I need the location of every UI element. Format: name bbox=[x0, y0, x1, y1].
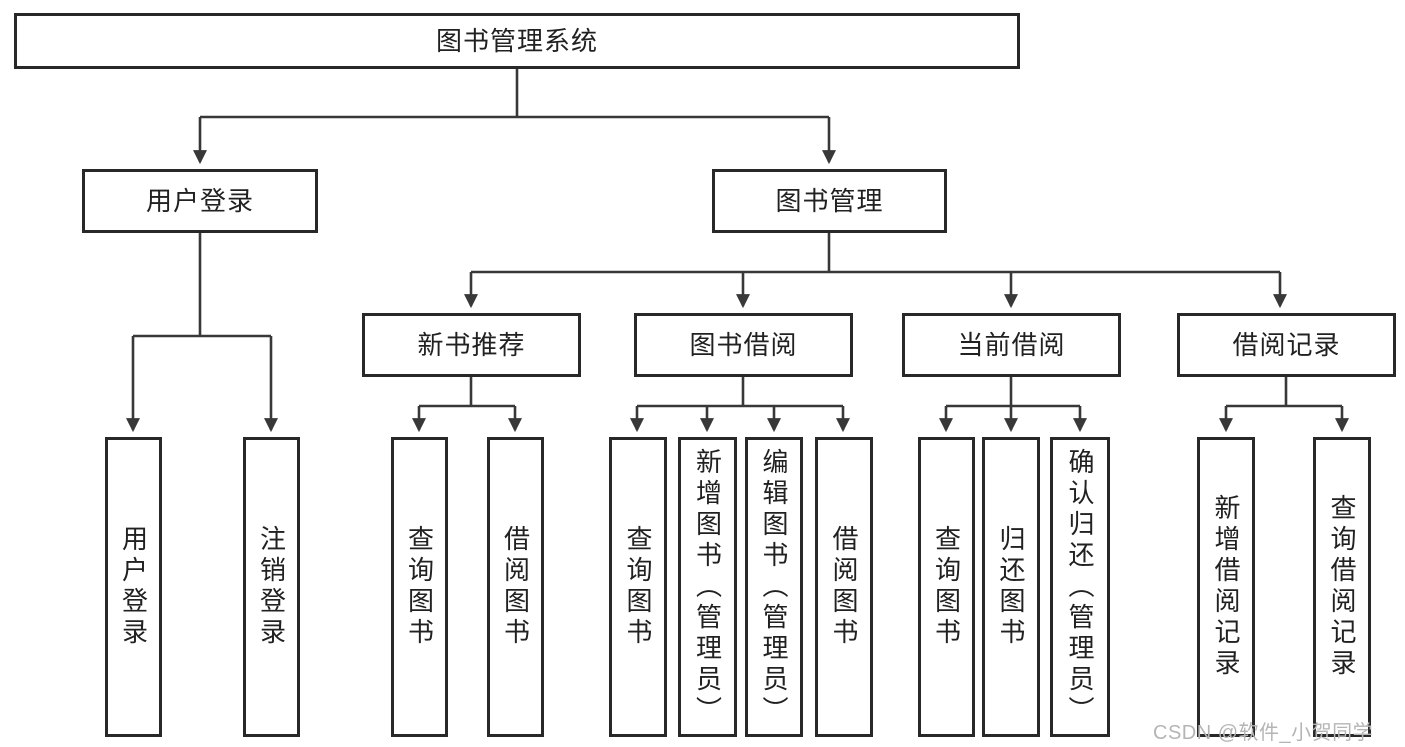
node-leaf-add-borrow-record: 新增借阅记录 bbox=[1197, 437, 1255, 737]
leaf-label: 新增图书（管理员） bbox=[692, 447, 723, 727]
node-book-management-branch: 图书管理 bbox=[712, 169, 947, 233]
leaf-label: 编辑图书（管理员） bbox=[759, 447, 789, 727]
node-current-borrowing: 当前借阅 bbox=[902, 313, 1121, 377]
node-user-login-branch: 用户登录 bbox=[82, 169, 318, 233]
node-root-system: 图书管理系统 bbox=[14, 13, 1020, 69]
node-leaf-confirm-return-admin: 确认归还（管理员） bbox=[1050, 437, 1110, 737]
node-leaf-borrow-books-recommend: 借阅图书 bbox=[487, 437, 544, 737]
leaf-label: 借阅图书 bbox=[829, 525, 859, 649]
leaf-label: 用户登录 bbox=[118, 525, 149, 649]
leaf-label: 注销登录 bbox=[256, 525, 287, 649]
node-leaf-query-books-current: 查询图书 bbox=[918, 437, 975, 737]
node-leaf-edit-book-admin: 编辑图书（管理员） bbox=[745, 437, 803, 737]
csdn-watermark: CSDN @软件_小贺同学 bbox=[1153, 722, 1374, 744]
leaf-label: 查询图书 bbox=[404, 525, 435, 649]
node-leaf-user-login: 用户登录 bbox=[105, 437, 162, 737]
leaf-label: 新增借阅记录 bbox=[1211, 494, 1241, 680]
leaf-label: 确认归还（管理员） bbox=[1065, 447, 1095, 727]
node-borrowing-records: 借阅记录 bbox=[1177, 313, 1396, 377]
node-leaf-logout: 注销登录 bbox=[243, 437, 300, 737]
node-leaf-return-book: 归还图书 bbox=[982, 437, 1040, 737]
node-leaf-add-book-admin: 新增图书（管理员） bbox=[678, 437, 737, 737]
leaf-label: 归还图书 bbox=[996, 525, 1026, 649]
node-leaf-query-borrow-record: 查询借阅记录 bbox=[1313, 437, 1371, 737]
node-new-book-recommendation: 新书推荐 bbox=[362, 313, 581, 377]
leaf-label: 借阅图书 bbox=[500, 525, 531, 649]
leaf-label: 查询图书 bbox=[931, 525, 962, 649]
node-leaf-query-books-borrowing: 查询图书 bbox=[609, 437, 667, 737]
node-book-borrowing: 图书借阅 bbox=[634, 313, 853, 377]
node-leaf-borrow-books: 借阅图书 bbox=[815, 437, 873, 737]
leaf-label: 查询借阅记录 bbox=[1327, 494, 1357, 680]
node-leaf-query-books-recommend: 查询图书 bbox=[391, 437, 448, 737]
leaf-label: 查询图书 bbox=[623, 525, 653, 649]
